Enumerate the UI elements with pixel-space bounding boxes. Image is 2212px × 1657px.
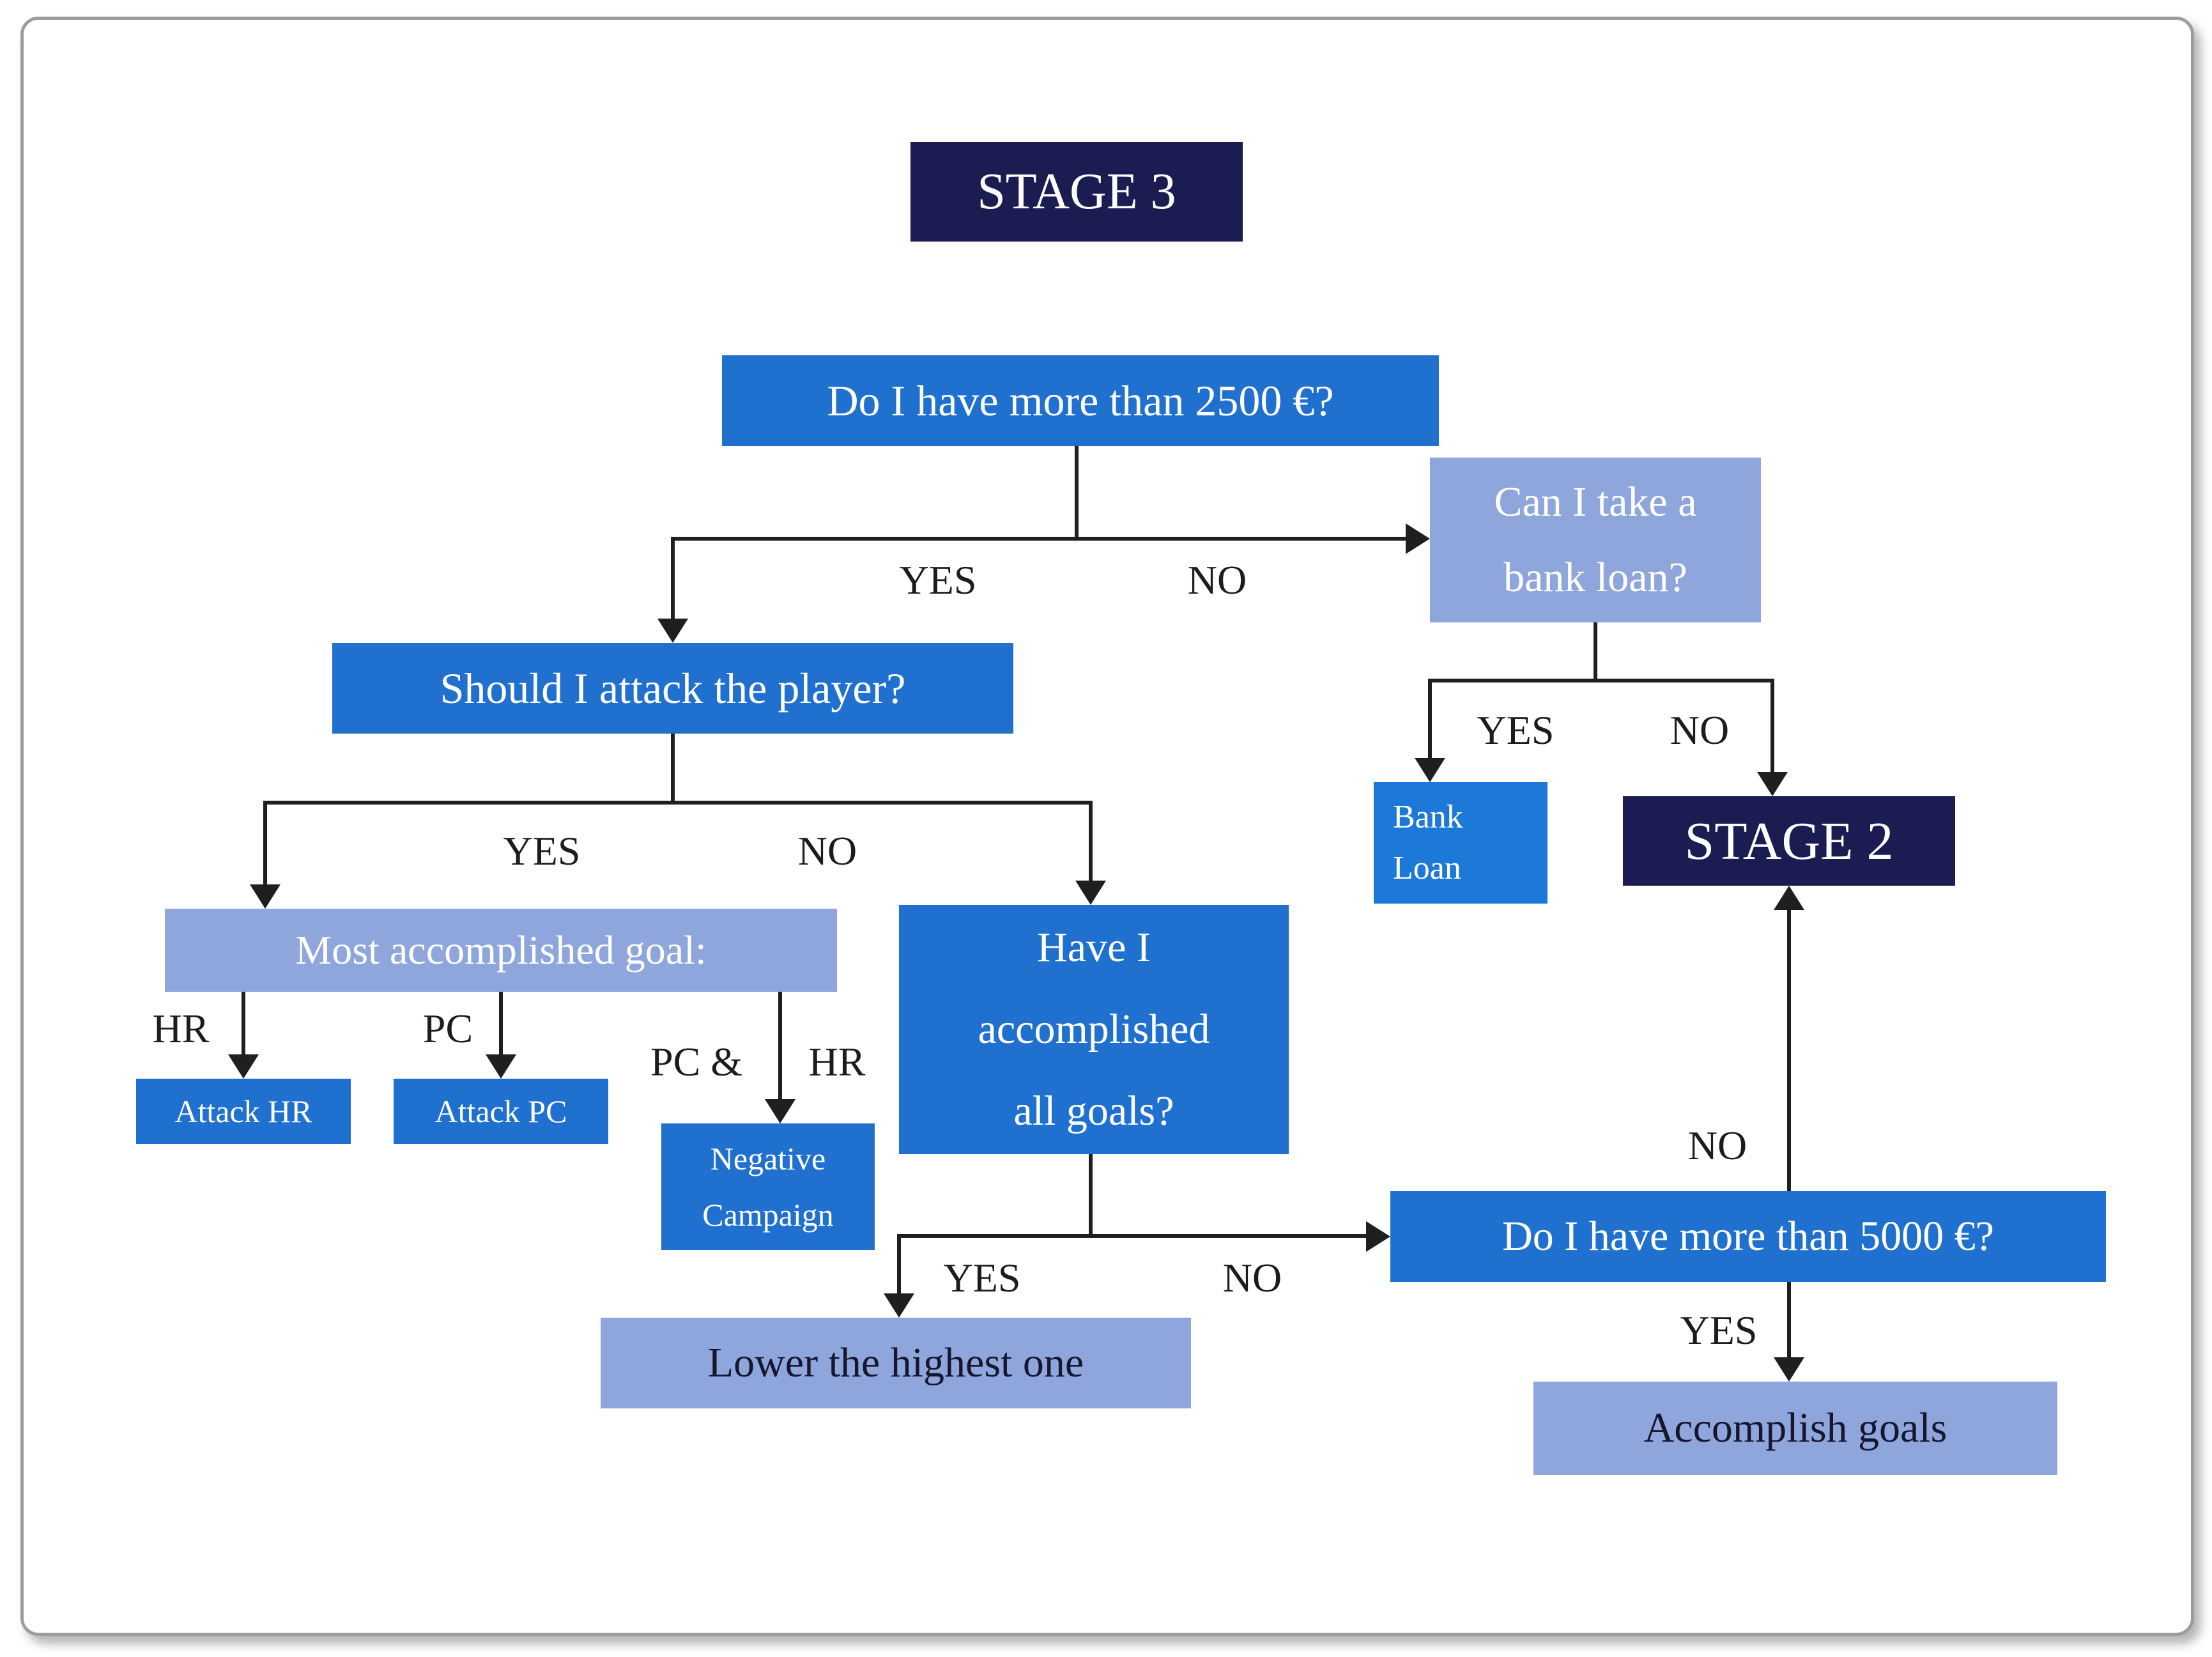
connector-hr-drop <box>242 992 245 1057</box>
connector-q2500-down <box>1075 446 1079 541</box>
connector-havei-down <box>1089 1154 1093 1237</box>
arrow-to-bank-loan-q <box>1406 523 1430 554</box>
node-attack-hr: Attack HR <box>136 1079 351 1144</box>
connector-bankq-branch <box>1428 679 1774 682</box>
node-most-accomplished-goal: Most accomplished goal: <box>165 909 837 992</box>
edge-label-no-5000: NO <box>1687 1123 1747 1168</box>
edge-label-no-attack: NO <box>797 828 857 874</box>
connector-yes-attack-drop <box>263 801 267 886</box>
connector-attackq-branch <box>263 801 1091 805</box>
edge-label-yes-goals: YES <box>943 1255 1021 1300</box>
connector-no-5000-up <box>1787 907 1791 1192</box>
arrow-to-accomplish <box>1774 1357 1804 1382</box>
connector-pc-drop <box>499 992 503 1057</box>
connector-no-loan-drop <box>1770 679 1774 775</box>
connector-yes-5000-down <box>1787 1282 1791 1360</box>
node-have-i-accomplished: Have I accomplished all goals? <box>899 905 1289 1154</box>
edge-label-no-loan: NO <box>1670 707 1730 753</box>
arrow-to-negative-campaign <box>765 1099 795 1123</box>
arrow-to-lower <box>884 1293 914 1318</box>
arrow-to-most-goal <box>250 884 280 909</box>
edge-label-yes-attack: YES <box>503 828 581 874</box>
node-attack-pc: Attack PC <box>394 1079 608 1144</box>
connector-yes-2500-drop <box>671 537 675 621</box>
node-bank-loan-question: Can I take a bank loan? <box>1430 458 1761 622</box>
arrow-to-stage2 <box>1757 772 1788 796</box>
connector-yes-goals-drop <box>897 1234 901 1296</box>
arrow-to-attack-hr <box>228 1054 259 1079</box>
connector-q2500-branch <box>671 537 1406 541</box>
connector-pchr-drop <box>778 992 782 1102</box>
arrow-to-attack-q <box>657 619 688 643</box>
edge-label-yes-5000: YES <box>1680 1307 1758 1353</box>
arrow-to-bank-loan <box>1415 758 1445 782</box>
connector-yes-loan-drop <box>1428 679 1432 760</box>
edge-label-pchr-hr: HR <box>808 1039 866 1084</box>
connector-no-attack-drop <box>1089 801 1093 882</box>
node-bank-loan: Bank Loan <box>1374 782 1548 904</box>
edge-label-pc: PC <box>422 1006 473 1051</box>
edge-label-pc-and: PC & <box>650 1039 743 1084</box>
node-stage3: STAGE 3 <box>910 142 1243 242</box>
arrow-to-have-i <box>1075 881 1106 905</box>
node-lower-highest: Lower the highest one <box>601 1318 1191 1408</box>
edge-label-no-goals: NO <box>1222 1255 1282 1300</box>
arrow-to-attack-pc <box>486 1054 516 1079</box>
node-q5000: Do I have more than 5000 €? <box>1390 1191 2106 1282</box>
node-negative-campaign: Negative Campaign <box>661 1123 875 1250</box>
connector-havei-branch <box>897 1234 1366 1238</box>
arrow-up-to-stage2 <box>1774 886 1804 910</box>
node-stage2: STAGE 2 <box>1623 796 1955 886</box>
edge-label-hr: HR <box>152 1006 210 1051</box>
connector-attackq-down <box>671 734 675 804</box>
edge-label-yes-2500: YES <box>899 557 977 603</box>
node-accomplish-goals: Accomplish goals <box>1533 1382 2057 1475</box>
connector-bankq-down <box>1594 622 1597 682</box>
arrow-to-q5000 <box>1366 1221 1390 1252</box>
edge-label-yes-loan: YES <box>1477 707 1555 753</box>
edge-label-no-2500: NO <box>1187 557 1247 603</box>
node-attack-question: Should I attack the player? <box>332 643 1013 734</box>
node-q2500: Do I have more than 2500 €? <box>722 355 1439 446</box>
